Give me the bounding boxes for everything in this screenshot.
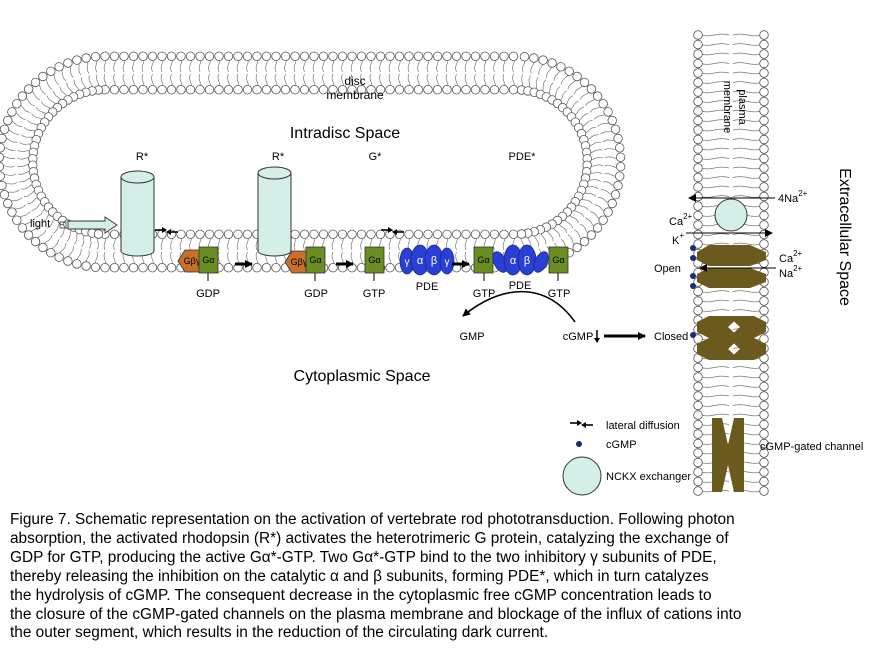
g-alpha-label: Gα — [309, 255, 321, 265]
gdp-label: GDP — [196, 288, 220, 300]
caption-line: thereby releasing the inhibition on the … — [10, 567, 709, 585]
extracellular-space-label: Extracellular Space — [836, 168, 853, 306]
g-protein-inactive-2: Gβγ Gα GDP — [284, 246, 328, 300]
plasma-membrane-label-line1: plasma — [736, 89, 748, 125]
na-influx-label: Na2+ — [779, 264, 803, 280]
ca-influx-label: Ca2+ — [779, 249, 803, 265]
legend-cgmp-label: cGMP — [606, 439, 637, 451]
light-label: light — [30, 218, 50, 230]
cytoplasmic-space-label: Cytoplasmic Space — [294, 368, 431, 385]
legend-lateral-diffusion-label: lateral diffusion — [606, 420, 680, 432]
r-star-label-2: R* — [272, 151, 285, 163]
legend-cgmp-dot — [576, 441, 582, 447]
rhodopsin-cylinder-2 — [257, 166, 292, 257]
open-label: Open — [654, 263, 681, 275]
caption-line: absorption, the activated rhodopsin (R*)… — [10, 529, 729, 547]
gdp-label: GDP — [304, 288, 328, 300]
legend-channel-label: cGMP-gated channel — [760, 441, 863, 453]
gamma-label: γ — [445, 257, 450, 268]
na4-label: 4Na2+ — [778, 189, 808, 205]
caption-line: the hydrolysis of cGMP. The consequent d… — [10, 586, 712, 604]
lateral-diffusion-arrow — [155, 227, 178, 235]
g-beta-gamma-label: Gβγ — [291, 257, 308, 267]
pde-inactive: γ α β γ PDE — [399, 244, 455, 293]
rhodopsin-cylinder-1 — [120, 170, 155, 257]
k-efflux-label: K+ — [672, 231, 684, 247]
pde-active-complex: Gα GTP α β PDE Gα GTP — [473, 244, 571, 300]
gamma-label: γ — [405, 257, 410, 268]
closed-label: Closed — [654, 331, 688, 343]
g-alpha-label: Gα — [552, 255, 564, 265]
pde-star-label: PDE* — [509, 151, 537, 163]
r-star-label-1: R* — [136, 151, 149, 163]
cgmp-dots — [690, 245, 696, 338]
gmp-label: GMP — [459, 331, 484, 343]
ca-efflux-label: Ca2+ — [669, 212, 693, 228]
g-star-label: G* — [369, 151, 383, 163]
legend-nckx-label: NCKX exchanger — [606, 471, 691, 483]
light-arrow: light — [30, 216, 118, 234]
g-beta-gamma-label: Gβγ — [184, 256, 201, 266]
g-alpha-active: Gα GTP — [363, 246, 386, 300]
legend-channel-icon — [712, 418, 744, 492]
hydrolysis-arrow — [462, 290, 576, 323]
legend-nckx-circle — [562, 456, 602, 496]
cgmp-gated-channel-closed — [697, 316, 766, 360]
lateral-diffusion-arrow — [381, 227, 404, 235]
g-alpha-label: Gα — [368, 255, 380, 265]
g-alpha-label: Gα — [477, 255, 489, 265]
alpha-label: α — [510, 255, 517, 267]
beta-label: β — [431, 255, 437, 267]
cgmp-gated-channel-open — [697, 245, 766, 288]
disc-membrane — [0, 51, 626, 273]
gtp-label: GTP — [548, 288, 571, 300]
disc-membrane-label-line2: membrane — [326, 88, 384, 102]
gtp-label: GTP — [473, 288, 496, 300]
caption-line: Figure 7. Schematic representation on th… — [10, 511, 735, 528]
beta-label: β — [524, 255, 530, 267]
gtp-label: GTP — [363, 288, 386, 300]
g-alpha-label: Gα — [202, 255, 214, 265]
legend-lateral-diffusion-arrow — [570, 420, 593, 428]
alpha-label: α — [417, 255, 424, 267]
intradisc-space-label: Intradisc Space — [290, 125, 400, 142]
pde-label: PDE — [416, 281, 439, 293]
plasma-membrane-label-line2: membrane — [721, 81, 733, 134]
figure-caption: Figure 7. Schematic representation on th… — [10, 511, 870, 643]
disc-membrane-label-line1: disc — [344, 74, 365, 88]
caption-line: the closure of the cGMP-gated channels o… — [10, 605, 742, 623]
pde-label: PDE — [509, 280, 532, 292]
cgmp-label: cGMP — [563, 331, 594, 343]
caption-line: the outer segment, which results in the … — [10, 624, 549, 642]
legend: lateral diffusion cGMP NCKX exchanger cG… — [562, 418, 863, 496]
caption-line: GDP for GTP, producing the active Gα*-GT… — [10, 548, 717, 566]
nckx-exchanger — [714, 198, 748, 232]
g-protein-inactive-1: Gβγ Gα GDP — [177, 246, 220, 300]
